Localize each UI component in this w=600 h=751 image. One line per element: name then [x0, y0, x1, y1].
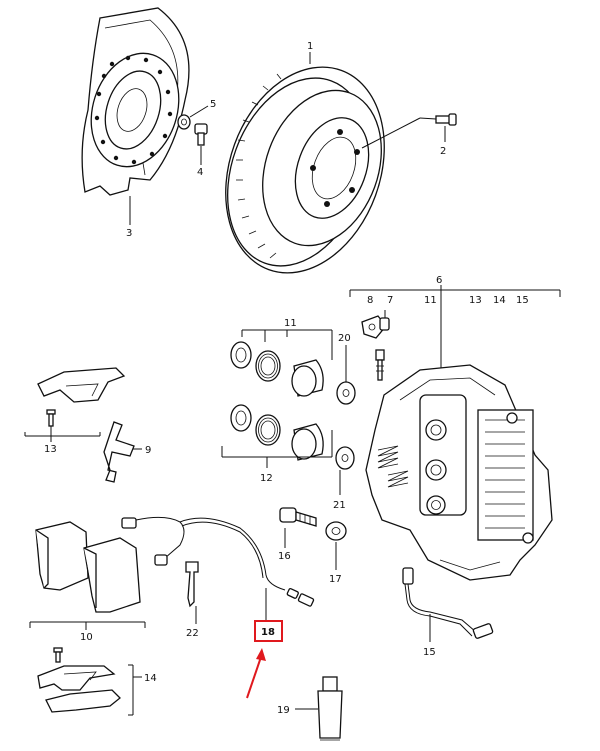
callout-15-group: 15	[423, 647, 436, 658]
wheel-hub-carrier	[90, 52, 180, 168]
callout-15-top: 15	[516, 295, 529, 306]
washer-part-21	[335, 446, 355, 495]
screw-part-4	[194, 123, 208, 165]
callout-14-group: 14	[144, 673, 157, 684]
callout-4: 4	[197, 167, 203, 178]
wear-sensor-part-18	[121, 516, 315, 620]
retaining-plate-part-13	[24, 367, 126, 442]
callout-21: 21	[333, 500, 346, 511]
callout-12: 12	[260, 473, 273, 484]
bolt-part-16	[279, 507, 317, 548]
washer-part-5	[177, 105, 209, 130]
callout-6: 6	[436, 275, 442, 286]
callout-2: 2	[440, 146, 446, 157]
callout-20: 20	[338, 333, 351, 344]
washer-part-17	[325, 521, 347, 570]
callout-14-top: 14	[493, 295, 506, 306]
grease-tube-part-19	[295, 676, 343, 741]
callout-bracket-6	[349, 285, 561, 370]
brake-hose-part-15	[402, 567, 494, 642]
washer-part-20	[336, 345, 356, 405]
callout-1: 1	[307, 41, 313, 52]
callout-5: 5	[210, 99, 216, 110]
brake-caliper	[365, 364, 553, 581]
callout-13-top: 13	[469, 295, 482, 306]
red-pointer-arrow	[246, 653, 263, 699]
brake-disc-part-1	[225, 52, 421, 274]
callout-13-group: 13	[44, 444, 57, 455]
retaining-plate-part-14	[37, 647, 142, 716]
callout-17: 17	[329, 574, 342, 585]
callout-19: 19	[277, 705, 290, 716]
callout-10: 10	[80, 632, 93, 643]
bleeder-screw	[375, 349, 385, 381]
screw-part-2	[419, 113, 457, 142]
piston-set-part-12	[221, 404, 333, 468]
callout-11-top: 11	[424, 295, 437, 306]
dust-cap-part-7	[379, 310, 390, 331]
callout-18: 18	[261, 627, 275, 638]
clip-part-22	[185, 561, 199, 624]
callout-7: 7	[387, 295, 393, 306]
callout-3: 3	[126, 228, 132, 239]
brake-pads-part-10	[29, 521, 146, 630]
callout-8: 8	[367, 295, 373, 306]
callout-16: 16	[278, 551, 291, 562]
arrow-head	[256, 648, 266, 661]
piston-set-part-11	[230, 329, 333, 397]
callout-9: 9	[145, 445, 151, 456]
callout-22: 22	[186, 628, 199, 639]
highlighted-callout-18: 18	[246, 620, 283, 699]
callout-11-group: 11	[284, 318, 297, 329]
spreader-spring-part-9	[103, 421, 142, 483]
